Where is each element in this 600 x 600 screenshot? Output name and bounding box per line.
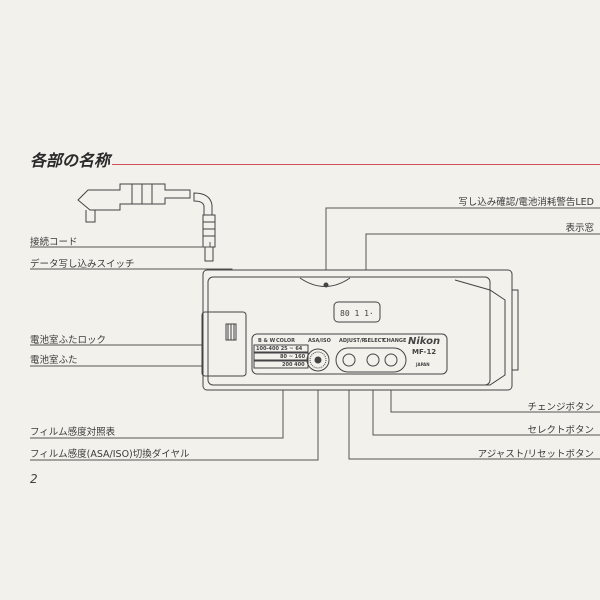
table-row-1: 100-400 25 ~ 64	[256, 346, 303, 352]
label-change-button: チェンジボタン	[527, 402, 594, 413]
title-underline	[112, 164, 600, 165]
page-number: 2	[30, 472, 38, 486]
model-name: MF-12	[412, 348, 436, 356]
change-button[interactable]	[384, 353, 398, 367]
label-film-speed-table: フィルム感度対照表	[30, 427, 116, 438]
select-button[interactable]	[366, 353, 380, 367]
device-markings: B & W COLOR ASA/ISO 100-400 25 ~ 64 80 ~…	[256, 336, 440, 368]
select-label: SELECT	[364, 338, 385, 344]
brand-logo: Nikon	[408, 336, 440, 347]
change-label: CHANGE	[383, 338, 407, 344]
led-indicator	[323, 282, 329, 288]
asa-iso-label: ASA/ISO	[308, 338, 331, 344]
label-led: 写し込み確認/電池消耗警告LED	[458, 197, 594, 208]
origin-text: JAPAN	[415, 362, 430, 367]
button-panel	[335, 347, 407, 373]
color-label: COLOR	[276, 338, 295, 344]
page-title: 各部の名称	[30, 151, 111, 170]
label-select-button: セレクトボタン	[527, 425, 594, 436]
label-battery-cover: 電池室ふた	[30, 355, 78, 366]
asa-dial[interactable]	[306, 348, 330, 372]
connecting-cord	[77, 183, 216, 262]
label-data-imprint-switch: データ写し込みスイッチ	[30, 259, 135, 270]
label-film-speed-dial: フィルム感度(ASA/ISO)切換ダイヤル	[30, 449, 190, 460]
label-adjust-reset-button: アジャスト/リセットボタン	[477, 449, 594, 460]
label-display-window: 表示窓	[565, 223, 594, 234]
table-row-3: 200 400	[282, 362, 305, 368]
display-readout: 80 1 1·	[340, 309, 374, 318]
bw-label: B & W	[258, 338, 276, 344]
table-row-2: 80 ~ 160	[280, 354, 306, 360]
label-connecting-cord: 接続コード	[30, 237, 78, 248]
adjust-reset-button[interactable]	[342, 353, 356, 367]
label-battery-cover-lock: 電池室ふたロック	[30, 335, 107, 346]
adjust-label: ADJUST/R	[339, 338, 366, 344]
